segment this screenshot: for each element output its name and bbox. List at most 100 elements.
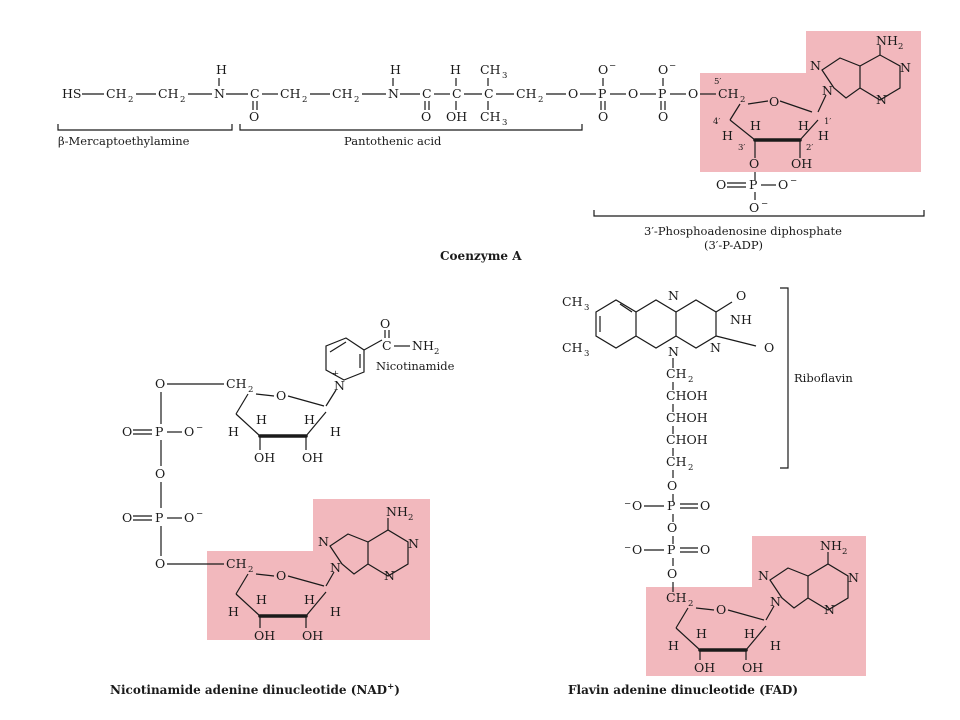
svg-text:CH: CH <box>718 86 739 101</box>
svg-text:N: N <box>900 60 911 75</box>
svg-text:O: O <box>658 62 668 77</box>
riboflavin-label: Riboflavin <box>794 371 853 385</box>
svg-text:OH: OH <box>791 156 812 171</box>
svg-text:H: H <box>722 128 733 143</box>
svg-text:H: H <box>770 638 781 653</box>
fad-structure: CH 3 CH 3 N N N NH O O CH 2 CHOH CHOH CH… <box>562 287 859 697</box>
svg-text:O: O <box>155 376 165 391</box>
svg-text:2: 2 <box>354 95 359 105</box>
svg-text:CH: CH <box>516 86 537 101</box>
svg-text:N: N <box>384 568 395 583</box>
svg-text:H: H <box>216 62 227 77</box>
nad-structure: O CH 2 O P O − O O P O − O CH 2 O <box>110 316 455 697</box>
svg-text:NH: NH <box>730 312 752 327</box>
coa-adenine: N NH 2 N N N <box>810 33 911 113</box>
svg-text:H: H <box>818 128 829 143</box>
svg-text:N: N <box>710 340 721 355</box>
svg-text:CH: CH <box>562 294 583 309</box>
svg-text:OH: OH <box>254 450 275 465</box>
svg-text:O: O <box>632 542 642 557</box>
svg-text:CH: CH <box>480 109 501 124</box>
svg-text:2: 2 <box>248 385 253 395</box>
svg-text:2: 2 <box>302 95 307 105</box>
svg-text:N: N <box>848 570 859 585</box>
svg-text:N: N <box>810 58 821 73</box>
svg-text:O: O <box>716 177 726 192</box>
svg-text:−: − <box>196 509 203 519</box>
svg-text:−: − <box>196 423 203 433</box>
svg-text:2: 2 <box>688 599 693 609</box>
svg-text:CHOH: CHOH <box>666 432 708 447</box>
pantothenic-acid-label: Pantothenic acid <box>344 134 442 148</box>
svg-text:CH: CH <box>666 454 687 469</box>
svg-text:H: H <box>228 424 239 439</box>
svg-text:CH: CH <box>666 366 687 381</box>
svg-text:N: N <box>668 344 679 359</box>
svg-text:O: O <box>716 602 726 617</box>
nad-lower-ribose: O H H H H OH OH <box>228 568 341 643</box>
svg-text:2: 2 <box>180 95 185 105</box>
svg-text:O: O <box>769 94 779 109</box>
svg-text:OH: OH <box>742 660 763 675</box>
nicotinamide-ring: N + C O NH 2 <box>325 316 439 407</box>
svg-text:C: C <box>484 86 494 101</box>
svg-text:2: 2 <box>408 513 413 523</box>
methylene-1: CH <box>106 86 127 101</box>
coa-brackets <box>57 124 925 217</box>
methylene-2: CH <box>158 86 179 101</box>
svg-text:OH: OH <box>302 450 323 465</box>
svg-text:CH: CH <box>562 340 583 355</box>
svg-text:3: 3 <box>584 349 589 359</box>
svg-text:CH: CH <box>332 86 353 101</box>
fad-title: Flavin adenine dinucleotide (FAD) <box>568 683 798 697</box>
svg-text:O: O <box>764 340 774 355</box>
svg-text:N: N <box>330 560 341 575</box>
svg-text:2: 2 <box>248 565 253 575</box>
svg-text:O: O <box>598 62 608 77</box>
svg-text:O: O <box>155 466 165 481</box>
svg-text:N: N <box>318 534 329 549</box>
fad-ribose: O H H H H OH OH <box>668 602 781 675</box>
svg-text:H: H <box>390 62 401 77</box>
svg-text:O: O <box>122 510 132 525</box>
svg-text:CH: CH <box>280 86 301 101</box>
svg-text:H: H <box>228 604 239 619</box>
svg-text:NH: NH <box>386 504 408 519</box>
svg-text:5′: 5′ <box>714 77 721 87</box>
svg-text:H: H <box>330 424 341 439</box>
svg-text:P: P <box>155 424 163 439</box>
svg-text:O: O <box>628 86 638 101</box>
svg-text:H: H <box>304 592 315 607</box>
svg-text:2: 2 <box>898 42 903 52</box>
svg-text:2: 2 <box>688 463 693 473</box>
svg-text:O: O <box>749 156 759 171</box>
svg-text:CH: CH <box>226 376 247 391</box>
svg-text:P: P <box>667 498 675 513</box>
svg-text:NH: NH <box>820 538 842 553</box>
svg-text:OH: OH <box>302 628 323 643</box>
svg-text:O: O <box>736 288 746 303</box>
svg-text:H: H <box>744 626 755 641</box>
svg-text:O: O <box>184 424 194 439</box>
phosphate-2: P <box>658 86 666 101</box>
svg-text:O: O <box>700 498 710 513</box>
svg-text:O: O <box>276 388 286 403</box>
svg-text:OH: OH <box>254 628 275 643</box>
svg-text:1′: 1′ <box>824 117 831 127</box>
svg-text:2: 2 <box>538 95 543 105</box>
svg-text:O: O <box>598 109 608 124</box>
coenzyme-a-structure: HS CH 2 CH 2 N H C O CH 2 CH 2 N H C O C… <box>57 33 925 263</box>
svg-text:H: H <box>304 412 315 427</box>
svg-text:H: H <box>696 626 707 641</box>
coa-ribose-ring: O 4′ 1′ 3′ 2′ H H H H OH O O P O − O − <box>713 94 831 215</box>
fad-adenine: N NH 2 N N N <box>758 538 859 621</box>
svg-text:H: H <box>256 592 267 607</box>
coenzyme-a-title: Coenzyme A <box>440 249 522 263</box>
svg-text:C: C <box>452 86 462 101</box>
svg-text:4′: 4′ <box>713 117 720 127</box>
svg-text:O: O <box>276 568 286 583</box>
svg-text:N: N <box>408 536 419 551</box>
svg-text:−: − <box>624 499 631 509</box>
svg-text:2: 2 <box>740 95 745 105</box>
